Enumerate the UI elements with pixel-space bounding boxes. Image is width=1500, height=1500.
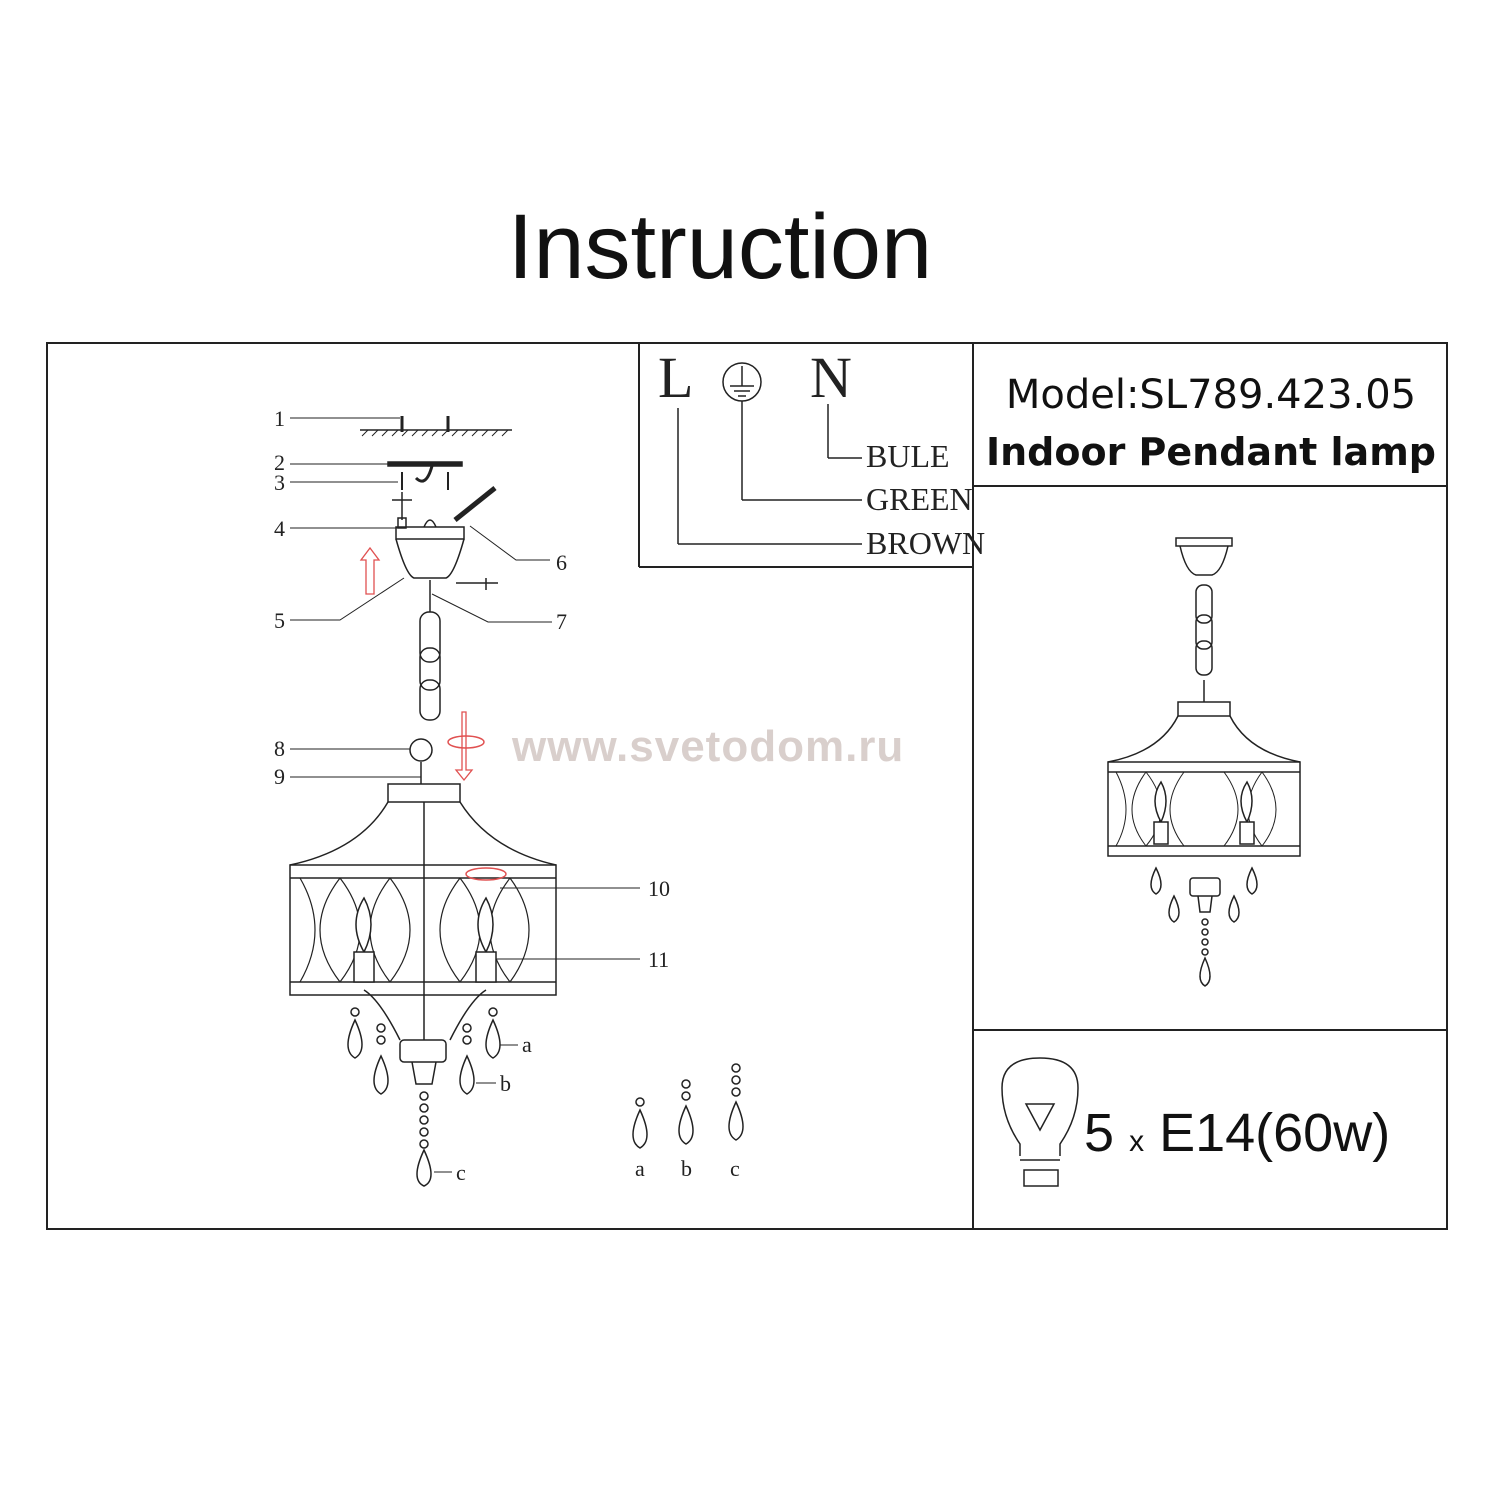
crystal-label-b: b xyxy=(500,1071,511,1096)
wiring-diagram xyxy=(677,362,862,545)
neutral-letter: N xyxy=(810,345,852,410)
watermark: www.svetodom.ru xyxy=(512,722,905,771)
product-type: Indoor Pendant lamp xyxy=(985,430,1436,474)
instruction-frame xyxy=(46,342,1448,1230)
wire-label-blue: BULE xyxy=(866,438,950,474)
part-label-11: 11 xyxy=(648,947,670,972)
bulb-count: 5 xyxy=(1084,1103,1115,1163)
part-label-10: 10 xyxy=(648,876,670,901)
part-label-8: 8 xyxy=(274,736,285,761)
part-label-1: 1 xyxy=(274,406,285,431)
bulb-spec: 5 x E14(60w) xyxy=(1084,1102,1390,1164)
part-label-7: 7 xyxy=(556,609,567,634)
assembly-drawing xyxy=(289,416,744,1187)
live-letter: L xyxy=(658,345,694,410)
bulb-multiply: x xyxy=(1129,1125,1145,1158)
part-label-3: 3 xyxy=(274,470,285,495)
bulb-icon xyxy=(1001,1057,1079,1187)
part-label-2: 2 xyxy=(274,450,285,475)
wire-label-green: GREEN xyxy=(866,481,973,517)
part-label-9: 9 xyxy=(274,764,285,789)
part-label-6: 6 xyxy=(556,550,567,575)
crystal-key-c: c xyxy=(730,1156,740,1181)
crystal-label-c: c xyxy=(456,1160,466,1185)
lamp-overview xyxy=(1107,537,1301,987)
part-label-5: 5 xyxy=(274,608,285,633)
model-number: Model:SL789.423.05 xyxy=(1005,372,1417,418)
crystal-key-b: b xyxy=(681,1156,692,1181)
bulb-type: E14(60w) xyxy=(1159,1103,1391,1163)
wire-label-brown: BROWN xyxy=(866,525,986,561)
crystal-key-a: a xyxy=(635,1156,645,1181)
page-title: Instruction xyxy=(507,196,933,298)
table-grid xyxy=(638,342,1448,1230)
part-label-4: 4 xyxy=(274,516,285,541)
crystal-label-a: a xyxy=(522,1032,532,1057)
